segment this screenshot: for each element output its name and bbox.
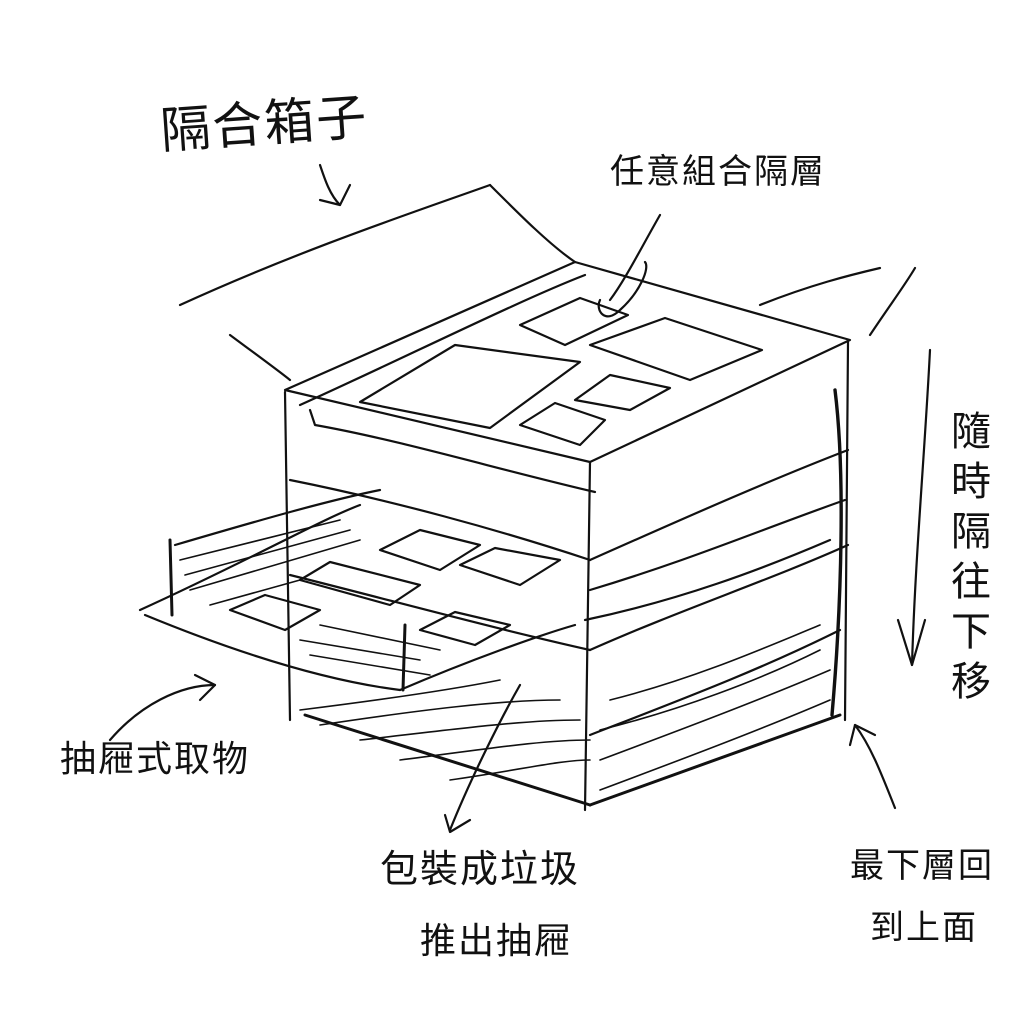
title-arrow [320,165,350,205]
bottom-hatching [300,625,840,805]
lowering-label: 隨時隔往下移 [938,410,996,710]
lid-flap [180,185,915,380]
pull-drawer-label: 推出抽屜 [420,912,572,964]
bottom-arrow [850,725,895,808]
partition-label: 任意組合隔層 [610,144,826,193]
bottom-return-label-line1: 最下層回 [850,838,994,887]
pulled-drawer [140,490,575,690]
box-edges [285,342,848,810]
title-label: 隔合箱子 [158,77,371,163]
partition-pointer [599,215,660,316]
pack-trash-label: 包裝成垃圾 [380,838,580,893]
bottom-return-label-line2: 到上面 [870,900,978,949]
box-top-face [285,262,850,492]
lowering-arrow [898,350,930,665]
drawer-pickup-label: 抽屜式取物 [60,730,250,782]
layer-lines [290,450,848,735]
